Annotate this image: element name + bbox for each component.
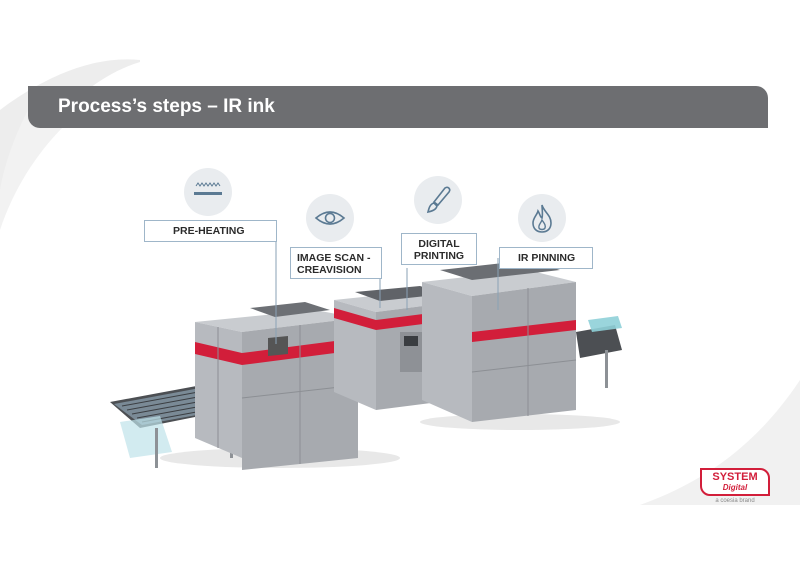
- label-digital-printing-line2: PRINTING: [413, 250, 465, 262]
- slide-title: Process’s steps – IR ink: [58, 96, 275, 117]
- brush-icon: [414, 176, 462, 224]
- label-digital-printing-line1: DIGITAL: [418, 238, 460, 250]
- label-pre-heating: PRE-HEATING: [144, 220, 277, 242]
- label-image-scan: IMAGE SCAN - CREAVISION: [290, 247, 382, 279]
- heating-coil-icon: [184, 168, 232, 216]
- label-image-scan-line1: IMAGE SCAN -: [297, 252, 371, 264]
- label-ir-pinning-text: IR PINNING: [518, 252, 576, 264]
- label-pre-heating-text: PRE-HEATING: [173, 225, 245, 237]
- machine-illustration: [110, 242, 622, 470]
- logo-sub-text: Digital: [722, 483, 748, 492]
- logo-main-text: SYSTEM: [712, 471, 758, 483]
- eye-icon: [306, 194, 354, 242]
- logo-brand-text: a coesia brand: [715, 498, 755, 504]
- output-conveyor: [576, 316, 622, 388]
- label-digital-printing: DIGITAL PRINTING: [401, 233, 477, 265]
- label-image-scan-line2: CREAVISION: [297, 264, 362, 276]
- ir-pinning-unit: [422, 260, 577, 422]
- title-bar: Process’s steps – IR ink: [28, 86, 768, 128]
- flame-icon: [518, 194, 566, 242]
- system-digital-logo: SYSTEM Digital a coesia brand: [700, 468, 770, 508]
- label-ir-pinning: IR PINNING: [499, 247, 593, 269]
- logo-box: SYSTEM Digital: [700, 468, 770, 496]
